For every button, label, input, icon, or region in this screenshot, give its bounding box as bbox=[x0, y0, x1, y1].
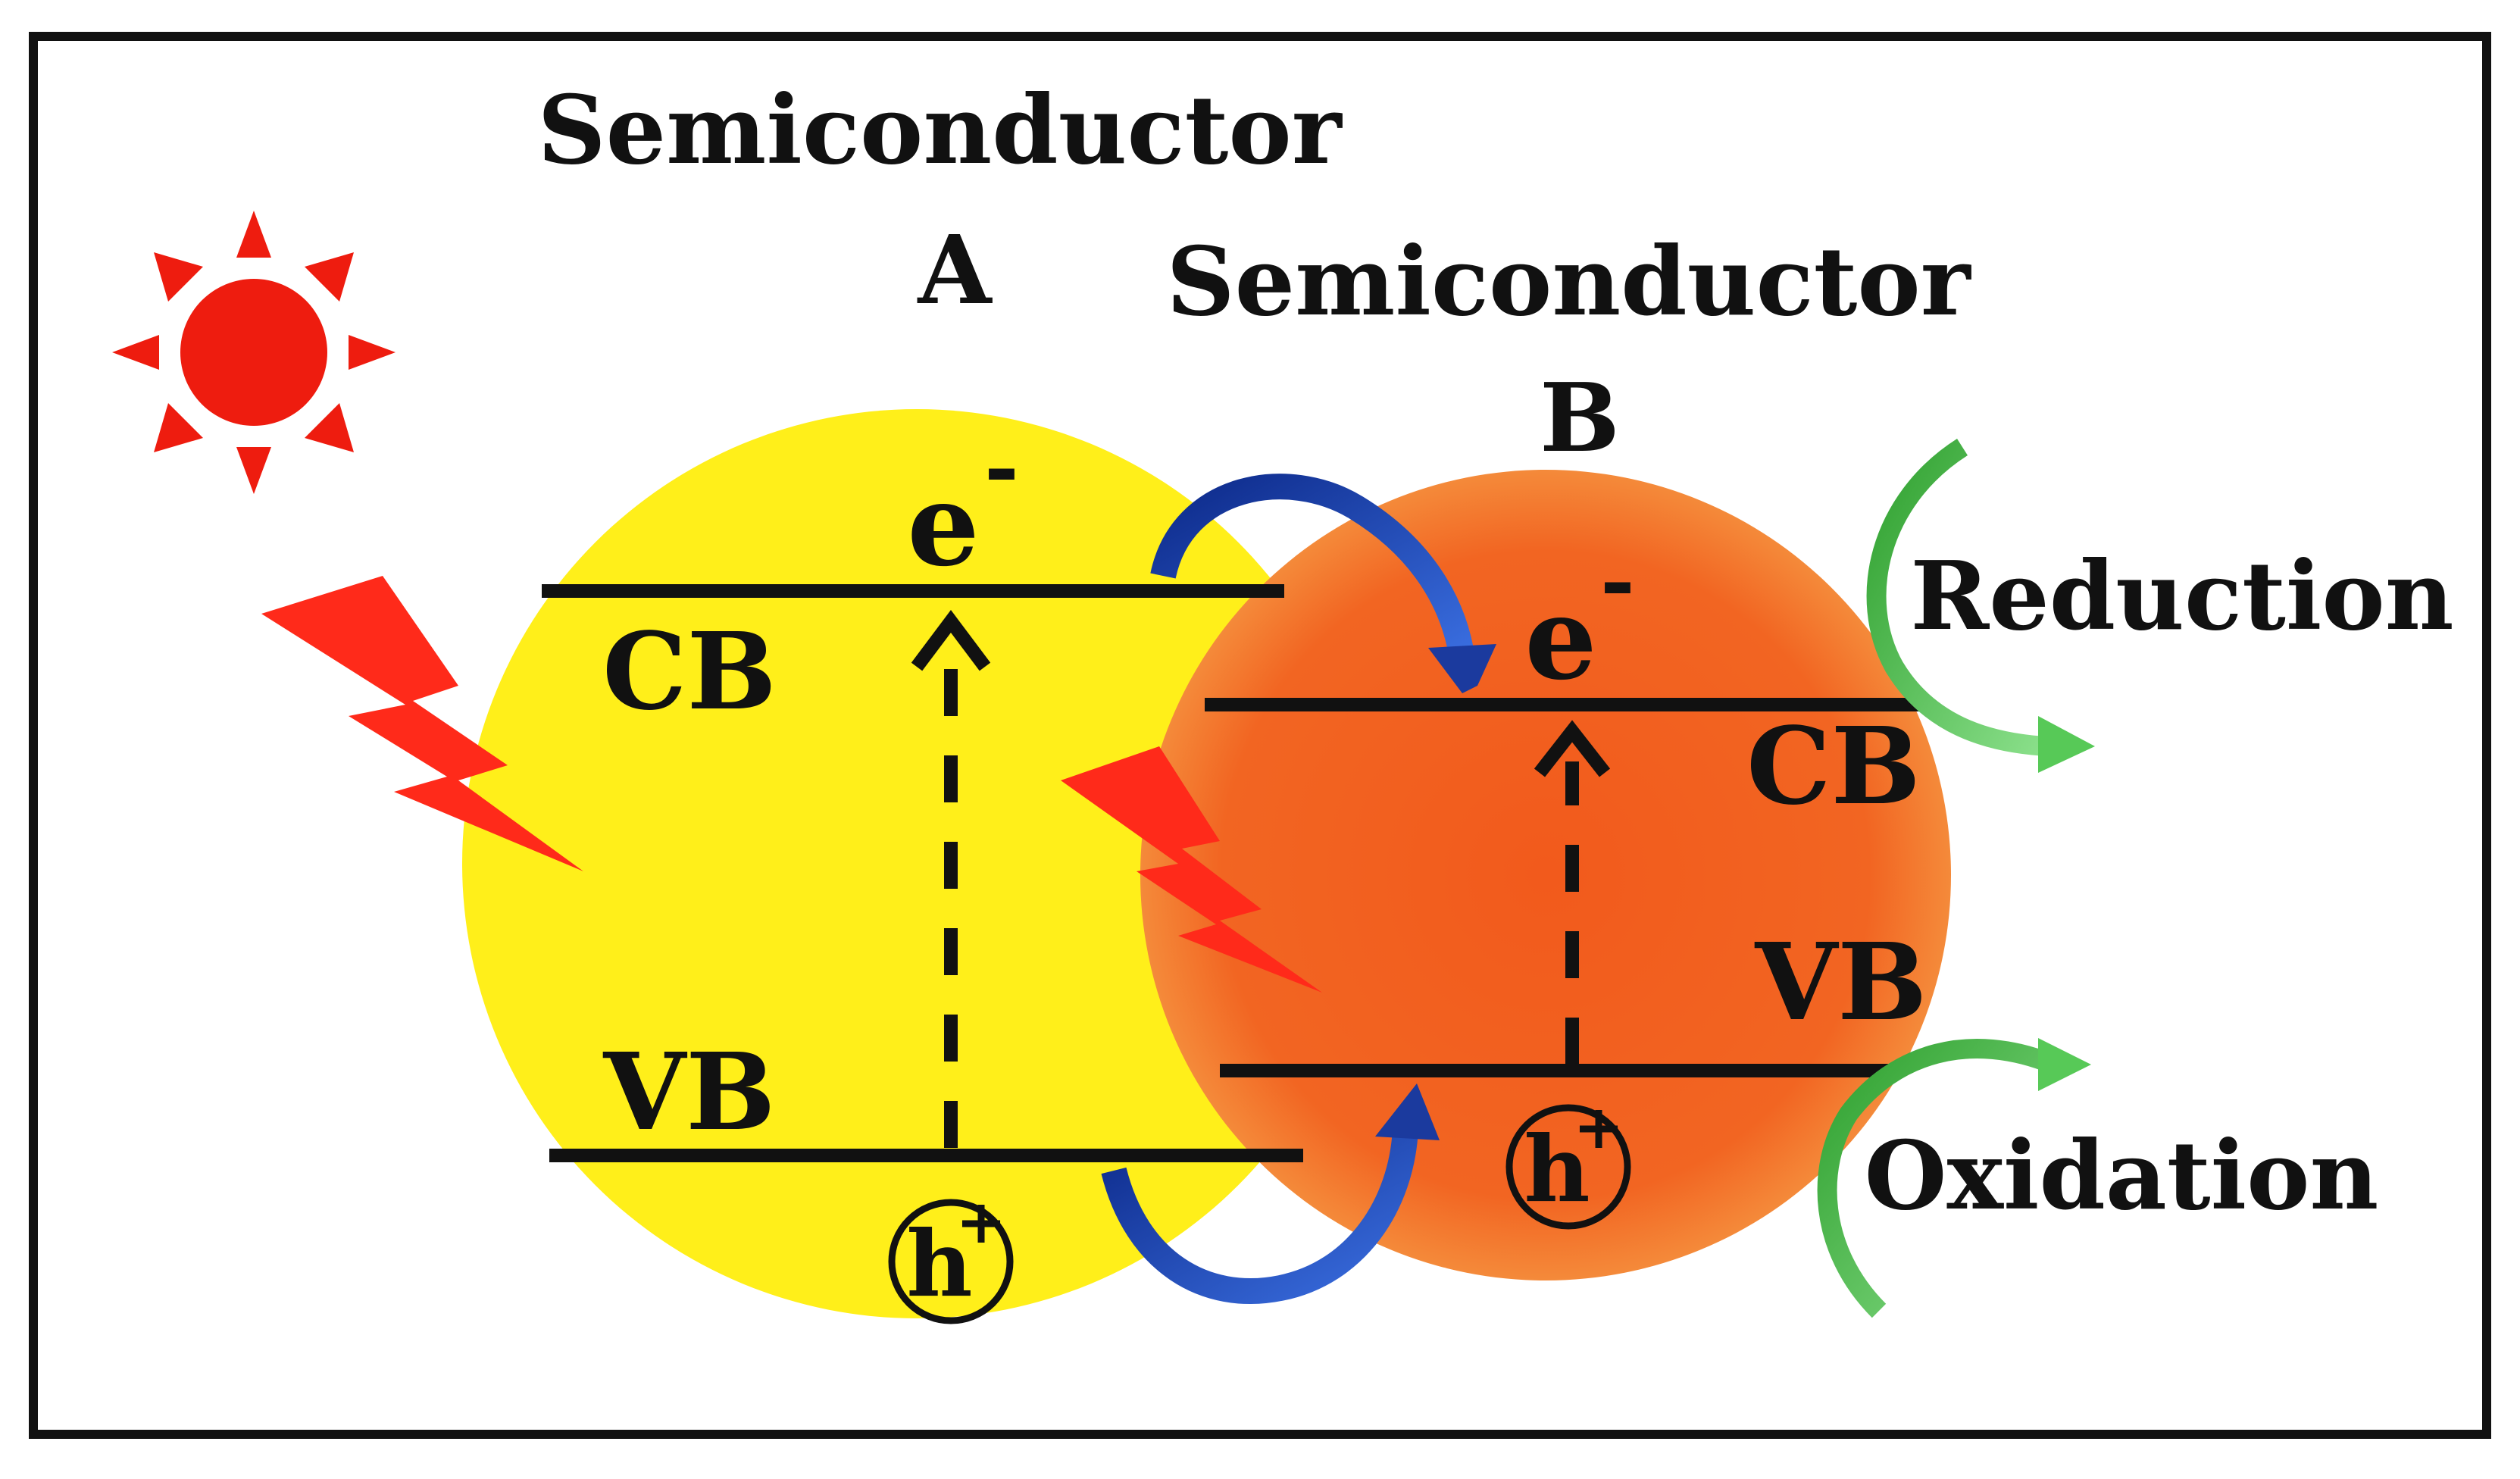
semiconductor-b-letter: B bbox=[1540, 363, 1620, 474]
semiconductor-a-title: Semiconductor bbox=[537, 75, 1343, 186]
a-cb-label: CB bbox=[602, 610, 777, 734]
semiconductor-a-sphere bbox=[462, 409, 1371, 1318]
svg-text:h: h bbox=[906, 1211, 972, 1318]
svg-text:-: - bbox=[984, 418, 1019, 516]
svg-text:e: e bbox=[1524, 572, 1596, 705]
svg-text:+: + bbox=[1573, 1091, 1624, 1162]
b-cb-label: CB bbox=[1746, 705, 1921, 829]
lightning-icon bbox=[261, 576, 583, 871]
hole-transfer-arrow bbox=[1101, 1083, 1440, 1304]
sun-icon bbox=[112, 211, 396, 494]
oxidation-label: Oxidation bbox=[1865, 1121, 2379, 1231]
b-vb-label: VB bbox=[1755, 921, 1928, 1045]
electron-label-b: e - bbox=[1524, 532, 1635, 705]
hole-label-a: h + bbox=[906, 1186, 1006, 1318]
svg-text:h: h bbox=[1524, 1116, 1590, 1223]
electron-transfer-arrow bbox=[1150, 474, 1496, 693]
reduction-arrow bbox=[1866, 439, 2095, 773]
svg-text:-: - bbox=[1600, 532, 1635, 630]
b-excitation-arrowhead bbox=[1534, 720, 1611, 777]
a-excitation-arrowhead bbox=[911, 610, 991, 671]
hole-label-b: h + bbox=[1524, 1091, 1624, 1223]
reduction-label: Reduction bbox=[1910, 541, 2453, 652]
semiconductor-b-sphere bbox=[1140, 470, 1951, 1280]
oxidation-arrow bbox=[1817, 1038, 2091, 1318]
hole-circle-a bbox=[888, 1199, 1014, 1324]
lightning-icon bbox=[1061, 746, 1322, 993]
a-vb-label: VB bbox=[603, 1030, 776, 1155]
semiconductor-b-title: Semiconductor bbox=[1166, 227, 1971, 337]
semiconductor-a-letter: A bbox=[918, 215, 993, 326]
electron-label-a: e - bbox=[907, 418, 1019, 592]
hole-circle-b bbox=[1505, 1104, 1631, 1230]
svg-text:e: e bbox=[907, 458, 979, 592]
svg-text:+: + bbox=[955, 1186, 1006, 1257]
